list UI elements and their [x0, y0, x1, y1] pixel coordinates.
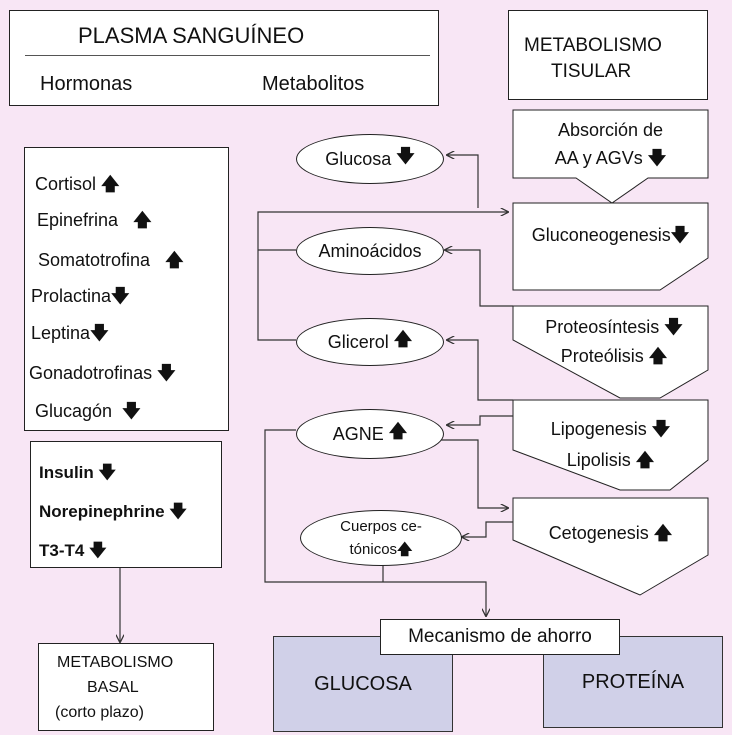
up-arrow-icon: 🡅	[101, 174, 120, 195]
oval-cuerpos-cetonicos: Cuerpos ce- tónicos🡅	[300, 510, 462, 566]
down-arrow-icon: 🡇	[122, 401, 141, 422]
up-arrow-icon: 🡅	[653, 523, 673, 544]
oval-agne: AGNE 🡅	[296, 409, 444, 459]
up-arrow-icon: 🡅	[165, 250, 184, 271]
down-arrow-icon: 🡇	[169, 502, 187, 522]
funnel-gluconeogenesis	[512, 202, 709, 291]
hormone-insulin: Insulin 🡇	[39, 463, 116, 483]
absorcion-label: Absorción de AA y AGVs 🡇	[554, 120, 667, 169]
up-arrow-icon: 🡅	[393, 329, 413, 350]
funnel-proteo	[512, 305, 709, 399]
up-arrow-icon: 🡅	[388, 421, 408, 442]
basal-line3: (corto plazo)	[55, 704, 144, 721]
basal-line1: METABOLISMO	[57, 654, 174, 671]
basal-line2: BASAL	[87, 679, 139, 696]
down-arrow-icon: 🡇	[90, 323, 109, 344]
hormone-epinefrina: Epinefrina 🡅	[37, 210, 152, 231]
down-arrow-icon: 🡇	[670, 225, 690, 246]
hormone-norepinephrine: Norepinephrine 🡇	[39, 502, 187, 522]
funnel-ceto	[512, 497, 709, 596]
down-arrow-icon: 🡇	[89, 541, 107, 561]
down-arrow-icon: 🡇	[396, 146, 415, 167]
down-arrow-icon: 🡇	[98, 463, 116, 483]
up-arrow-icon: 🡅	[648, 346, 668, 367]
tisular-line1: METABOLISMO	[524, 35, 662, 56]
plasma-divider	[25, 55, 430, 56]
down-arrow-icon: 🡇	[664, 317, 683, 338]
oval-glucosa: Glucosa 🡇	[296, 134, 444, 184]
hormone-t3t4: T3-T4 🡇	[39, 541, 107, 561]
hormone-glucagon: Glucagón 🡇	[35, 401, 141, 422]
hormones-top-box: Cortisol 🡅 Epinefrina 🡅 Somatotrofina 🡅 …	[24, 147, 229, 431]
down-arrow-icon: 🡇	[111, 286, 130, 307]
down-arrow-icon: 🡇	[157, 363, 176, 384]
hormone-somatotrofina: Somatotrofina 🡅	[38, 250, 184, 271]
plasma-box: PLASMA SANGUÍNEO Hormonas Metabolitos	[9, 10, 439, 106]
tisular-line2: TISULAR	[551, 61, 632, 82]
hormone-gonadotrofinas: Gonadotrofinas 🡇	[29, 363, 176, 384]
plasma-title: PLASMA SANGUÍNEO	[78, 23, 305, 48]
oval-aminoacidos: Aminoácidos	[296, 227, 444, 275]
mecanismo-ahorro-box: Mecanismo de ahorro	[380, 619, 620, 655]
metabolitos-label: Metabolitos	[262, 73, 365, 95]
proteo-label: Proteosíntesis 🡇 Proteólisis 🡅	[545, 317, 683, 367]
metab-basal-box: METABOLISMO BASAL (corto plazo)	[38, 643, 214, 731]
hormonas-label: Hormonas	[40, 73, 133, 95]
oval-glicerol: Glicerol 🡅	[296, 318, 444, 366]
tisular-box: METABOLISMO TISULAR	[508, 10, 708, 100]
hormone-cortisol: Cortisol 🡅	[35, 174, 120, 195]
funnel-absorcion	[512, 109, 709, 204]
hormones-bottom-box: Insulin 🡇 Norepinephrine 🡇 T3-T4 🡇	[30, 441, 222, 568]
gluconeogenesis-label: Gluconeogenesis🡇	[531, 225, 690, 246]
hormone-prolactina: Prolactina🡇	[31, 286, 130, 307]
up-arrow-icon: 🡅	[397, 539, 413, 558]
down-arrow-icon: 🡇	[651, 419, 671, 440]
funnel-lipo	[512, 399, 709, 491]
hormone-leptina: Leptina🡇	[31, 323, 109, 344]
lipo-label: Lipogenesis 🡇 Lipolisis 🡅	[550, 419, 671, 471]
cetogenesis-label: Cetogenesis 🡅	[548, 523, 673, 544]
up-arrow-icon: 🡅	[635, 450, 655, 471]
down-arrow-icon: 🡇	[647, 148, 667, 169]
up-arrow-icon: 🡅	[133, 210, 152, 231]
